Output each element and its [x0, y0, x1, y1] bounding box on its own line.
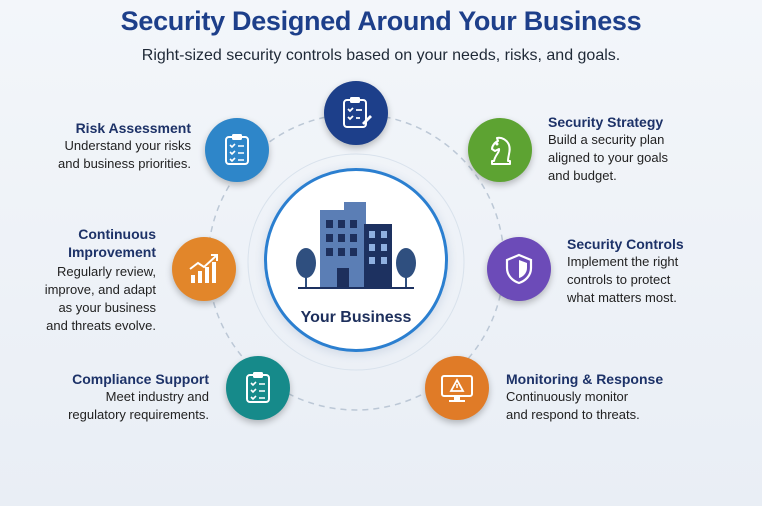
security-controls-desc-3: what matters most.: [567, 290, 677, 305]
risk-assessment-block: Risk Assessment Understand your risks an…: [21, 119, 191, 173]
security-controls-title: Security Controls: [567, 236, 684, 252]
compliance-support-desc-1: Meet industry and: [105, 389, 209, 404]
continuous-improvement-node: [172, 237, 236, 301]
growth-chart-icon: [189, 254, 218, 283]
monitoring-response-title: Monitoring & Response: [506, 371, 664, 387]
monitor-alert-icon: [441, 375, 473, 402]
risk-assessment-node: [205, 118, 269, 182]
compliance-support-block: Compliance Support Meet industry and reg…: [9, 370, 209, 424]
your-business-circle: Your Business: [264, 168, 448, 352]
continuous-improvement-title-1: Continuous: [78, 226, 156, 242]
risk-assessment-desc-2: and business priorities.: [58, 156, 191, 171]
security-strategy-title: Security Strategy: [548, 114, 664, 130]
clipboard-checklist-icon: [225, 134, 249, 165]
compliance-clipboard-icon: [246, 372, 270, 403]
continuous-improvement-desc-3: as your business: [58, 300, 156, 315]
security-strategy-node: [468, 118, 532, 182]
security-strategy-desc-1: Build a security plan: [548, 132, 665, 147]
security-strategy-desc-3: and budget.: [548, 168, 617, 183]
page-title: Security Designed Around Your Business: [120, 6, 642, 36]
monitoring-response-desc-1: Continuously monitor: [506, 389, 629, 404]
security-controls-desc-1: Implement the right: [567, 254, 679, 269]
risk-assessment-desc-1: Understand your risks: [64, 138, 191, 153]
monitoring-response-node: [425, 356, 489, 420]
continuous-improvement-block: Continuous Improvement Regularly review,…: [6, 225, 156, 335]
security-strategy-desc-2: aligned to your goals: [548, 150, 668, 165]
compliance-support-title: Compliance Support: [72, 371, 209, 387]
shield-icon: [505, 253, 533, 285]
security-controls-node: [487, 237, 551, 301]
page-subtitle: Right-sized security controls based on y…: [141, 47, 621, 64]
continuous-improvement-desc-2: improve, and adapt: [44, 282, 156, 297]
monitoring-response-block: Monitoring & Response Continuously monit…: [506, 370, 736, 424]
risk-assessment-title: Risk Assessment: [75, 120, 191, 136]
monitoring-response-desc-2: and respond to threats.: [506, 407, 640, 422]
security-controls-block: Security Controls Implement the right co…: [567, 235, 752, 307]
top-node: [324, 81, 388, 145]
compliance-support-desc-2: regulatory requirements.: [68, 407, 209, 422]
center-label: Your Business: [300, 309, 412, 326]
security-strategy-block: Security Strategy Build a security plan …: [548, 113, 748, 185]
building-icon: [296, 202, 416, 289]
continuous-improvement-desc-1: Regularly review,: [57, 264, 156, 279]
continuous-improvement-desc-4: and threats evolve.: [46, 318, 156, 333]
chess-knight-icon: [491, 136, 511, 165]
compliance-support-node: [226, 356, 290, 420]
clipboard-pen-icon: [343, 97, 372, 128]
continuous-improvement-title-2: Improvement: [68, 244, 156, 260]
security-controls-desc-2: controls to protect: [567, 272, 671, 287]
